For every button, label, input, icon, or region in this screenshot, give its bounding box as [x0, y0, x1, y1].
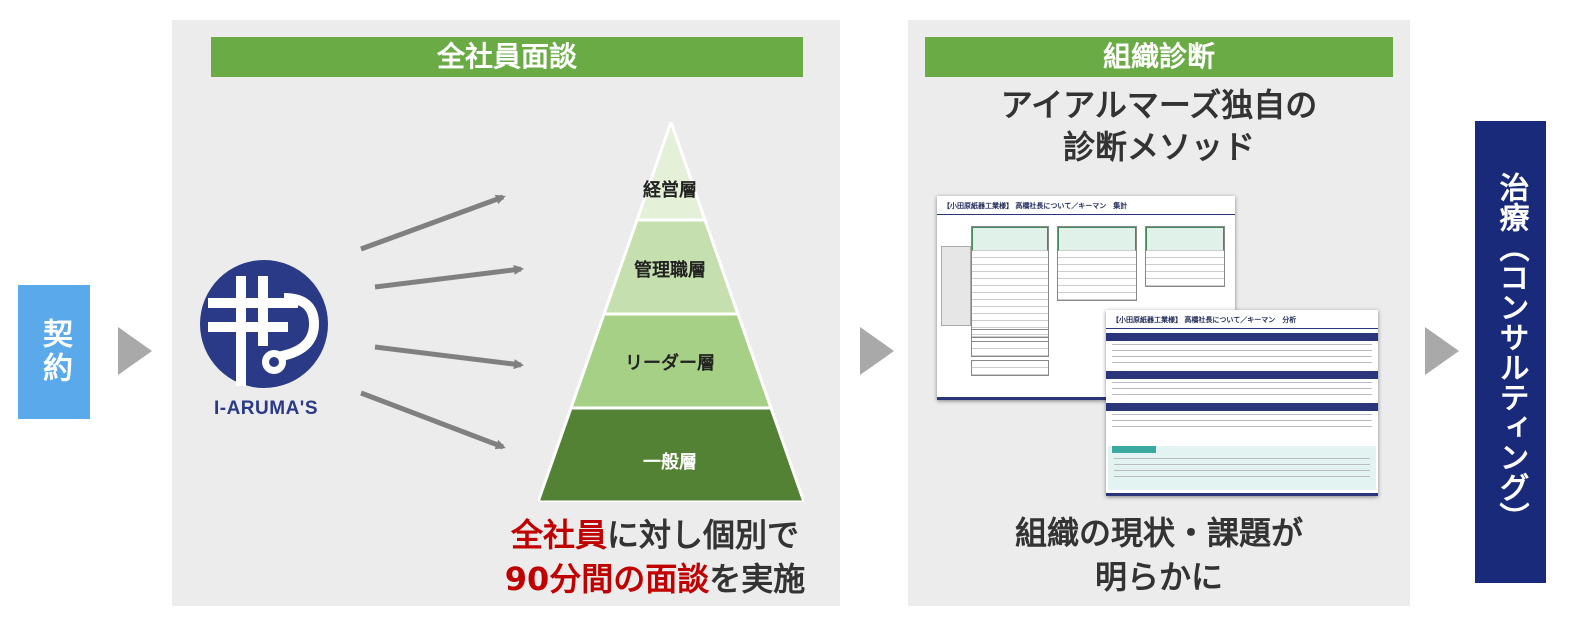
subtitle-line1: アイアルマーズ独自の [1000, 86, 1318, 124]
summary-row-labels [941, 246, 971, 326]
analysis-summary-box [1108, 446, 1376, 490]
summary-table-2 [1057, 226, 1137, 301]
pyramid-label-general: 一般層 [643, 452, 697, 473]
flow-arrow-1 [118, 327, 152, 375]
diagnosis-summary-sheet: 【小田原紙器工業様】 高橋社長について／キーマン 集計 [937, 196, 1235, 400]
interview-caption: 全社員に対し個別で 90分間の面談を実施 [470, 513, 840, 601]
caption-90min-interview: 90分間の面談 [504, 560, 710, 598]
arrow-to-executives [360, 194, 506, 252]
diagnosis-header: 組織診断 [925, 37, 1393, 77]
contract-label: 契約 [37, 318, 72, 386]
diagnosis-subtitle: アイアルマーズ独自の 診断メソッド [908, 84, 1410, 168]
caption-individually: に対し個別で [607, 516, 800, 554]
flow-arrow-3 [1425, 327, 1459, 375]
interview-arrows [360, 194, 524, 450]
analysis-sheet-title: 【小田原紙器工業様】 高橋社長について／キーマン 分析 [1106, 310, 1378, 329]
treatment-box: 治療（コンサルティング） [1475, 121, 1546, 583]
diagnosis-caption: 組織の現状・課題が 明らかに [908, 511, 1410, 599]
pyramid-label-managers: 管理職層 [634, 260, 706, 281]
i-arumas-logo-icon [200, 260, 328, 388]
subtitle-line2: 診断メソッド [1062, 128, 1255, 166]
caption-line2: 明らかに [1094, 558, 1223, 596]
employee-pyramid [538, 122, 804, 502]
diagnosis-analysis-sheet: 【小田原紙器工業様】 高橋社長について／キーマン 分析 [1106, 310, 1378, 496]
interview-header: 全社員面談 [211, 37, 803, 77]
arrow-to-general [360, 390, 506, 450]
flow-arrow-2 [860, 327, 894, 375]
pyramid-label-executives: 経営層 [643, 180, 697, 201]
arrow-to-leaders [374, 344, 524, 370]
caption-conduct: を実施 [709, 560, 806, 598]
analysis-footer-bar [1106, 493, 1378, 496]
pyramid-tier-executives [634, 122, 708, 222]
summary-sheet-title: 【小田原紙器工業様】 高橋社長について／キーマン 集計 [937, 196, 1235, 215]
summary-table-3 [1145, 226, 1225, 287]
treatment-label: 治療（コンサルティング） [1493, 172, 1529, 532]
summary-table-5 [971, 341, 1049, 357]
pyramid-label-leaders: リーダー層 [625, 353, 715, 374]
caption-all-employees: 全社員 [510, 516, 607, 554]
analysis-section-1 [1106, 333, 1378, 341]
analysis-section-2 [1106, 371, 1378, 379]
caption-line1: 組織の現状・課題が [1014, 514, 1303, 552]
summary-table-4 [971, 329, 1049, 338]
pyramid-tier-general [538, 406, 804, 502]
contract-box: 契約 [18, 285, 90, 419]
logo-text: I-ARUMA'S [213, 398, 318, 419]
analysis-section-3 [1106, 403, 1378, 411]
summary-footer-bar [937, 397, 1235, 400]
arrow-to-managers [374, 264, 524, 290]
summary-table-6 [971, 360, 1049, 376]
